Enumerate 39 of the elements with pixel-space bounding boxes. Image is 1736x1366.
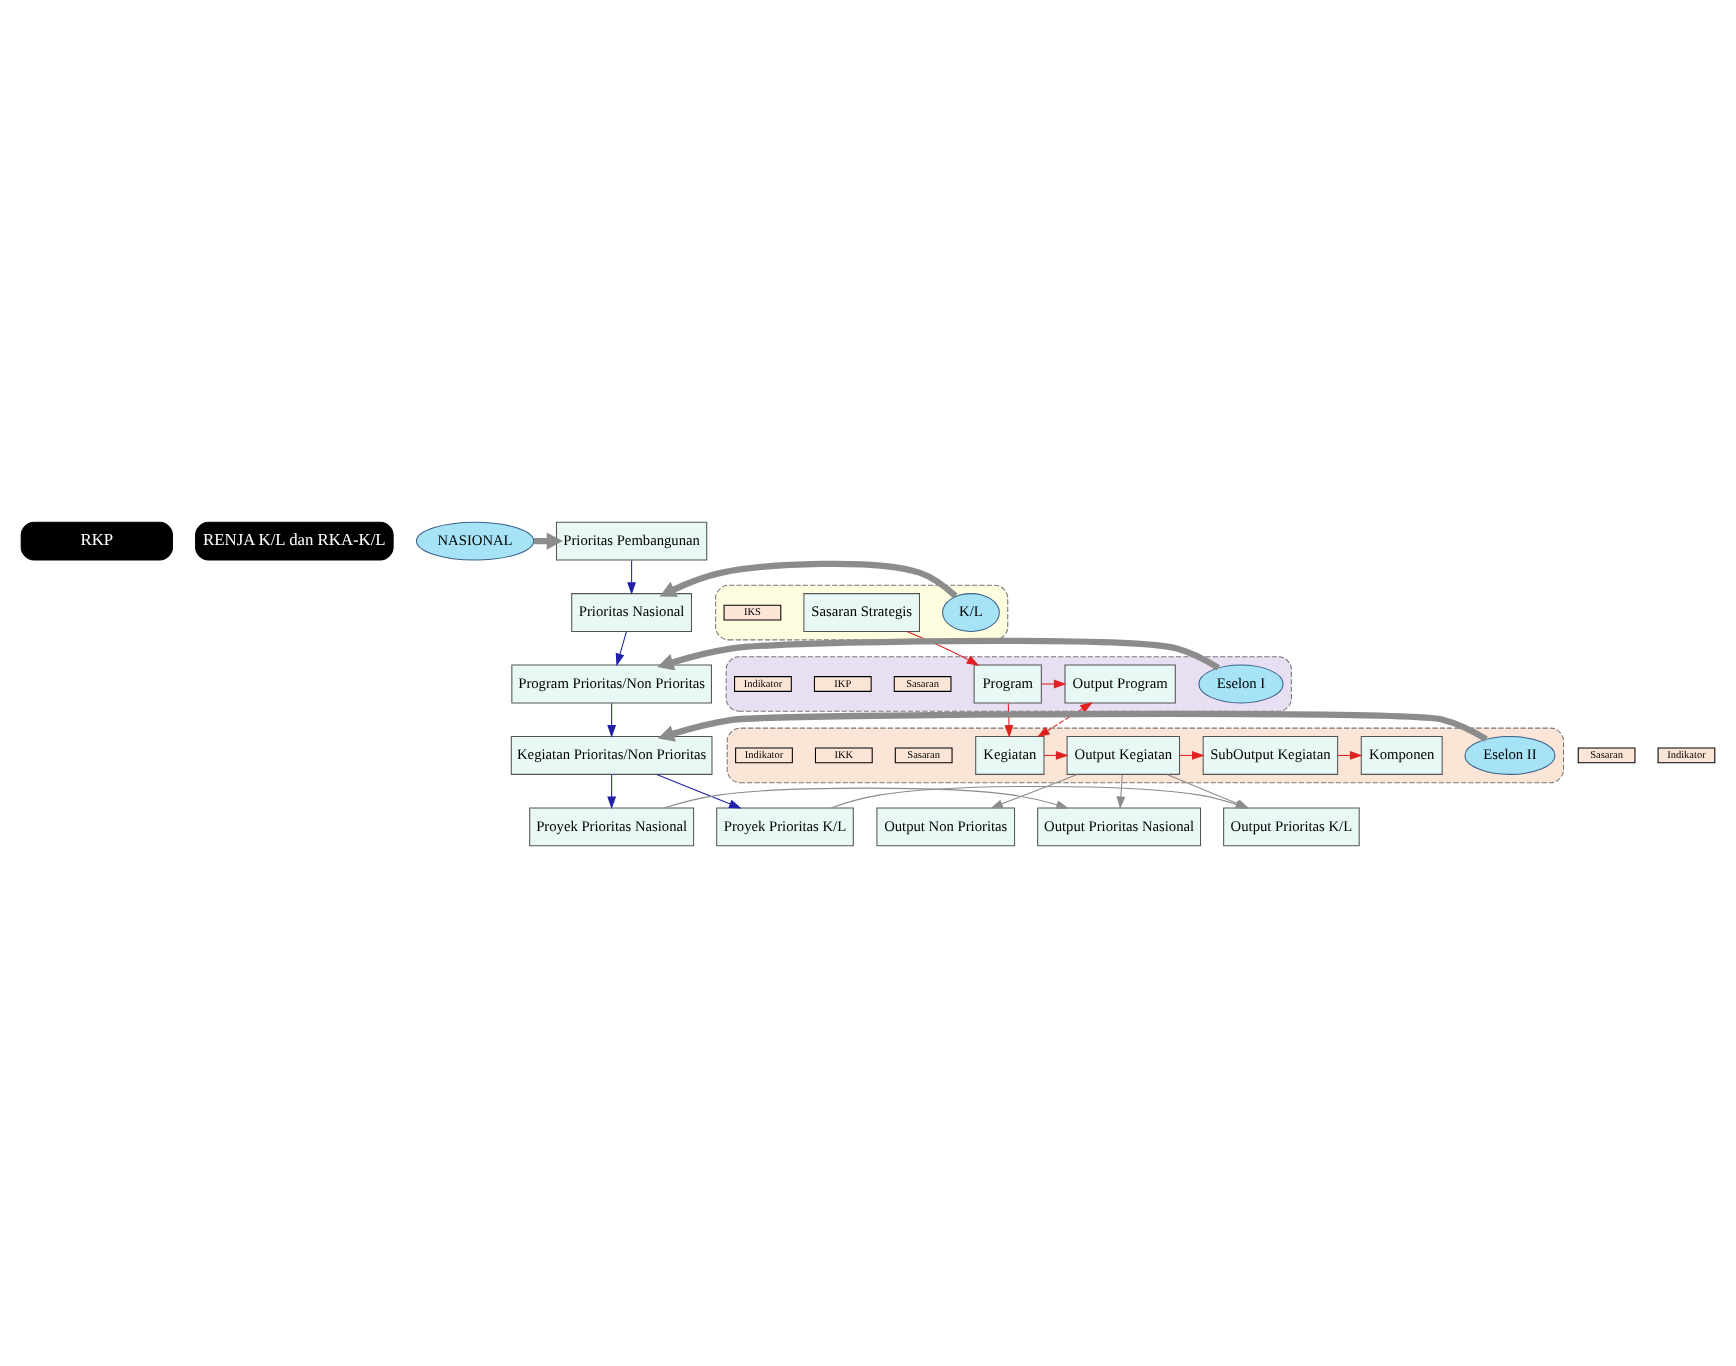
node-box: Output Program bbox=[1064, 663, 1176, 703]
arrow bbox=[659, 559, 958, 598]
node-ellipse: Eselon II bbox=[1464, 735, 1556, 774]
arrow bbox=[607, 773, 617, 809]
node-box: Output Prioritas K/L bbox=[1223, 806, 1360, 846]
arrow bbox=[1179, 750, 1205, 759]
node-ellipse: NASIONAL bbox=[415, 520, 535, 560]
node-box: Output Non Prioritas bbox=[876, 806, 1016, 846]
node-box: RENJA K/L dan RKA-K/L bbox=[195, 520, 394, 560]
arrow bbox=[1041, 678, 1067, 688]
node-box: SubOutput Kegiatan bbox=[1202, 735, 1339, 774]
node-box: Program Prioritas/Non Prioritas bbox=[511, 663, 712, 703]
arrow bbox=[990, 773, 1078, 808]
node-box: Proyek Prioritas Nasional bbox=[529, 806, 695, 846]
node-box: Komponen bbox=[1360, 735, 1443, 774]
arrow bbox=[1116, 773, 1126, 809]
node-ellipse: K/L bbox=[942, 592, 1000, 631]
node-box: Sasaran Strategis bbox=[803, 592, 920, 631]
node-box: Output Kegiatan bbox=[1066, 735, 1181, 774]
arrow bbox=[615, 630, 627, 666]
node-box: RKP bbox=[20, 520, 173, 560]
arrow bbox=[656, 773, 742, 808]
arrow bbox=[1337, 750, 1363, 759]
node-ellipse: Eselon I bbox=[1198, 663, 1284, 703]
node-box: Kegiatan Prioritas/Non Prioritas bbox=[510, 735, 713, 774]
arrow bbox=[1037, 701, 1093, 737]
arrow bbox=[663, 786, 1069, 808]
arrow bbox=[1043, 750, 1069, 759]
node-box: Program bbox=[973, 663, 1042, 703]
arrow bbox=[607, 701, 617, 737]
arrow bbox=[627, 558, 636, 594]
cluster bbox=[715, 583, 1009, 640]
node-box: Proyek Prioritas K/L bbox=[716, 806, 854, 846]
arrow bbox=[657, 709, 1488, 741]
arrow bbox=[657, 636, 1220, 670]
node-box: Kegiatan bbox=[975, 735, 1045, 774]
node-box: Prioritas Pembangunan bbox=[555, 520, 708, 560]
node-box: Prioritas Nasional bbox=[571, 592, 692, 631]
node-box: Output Prioritas Nasional bbox=[1037, 806, 1202, 846]
